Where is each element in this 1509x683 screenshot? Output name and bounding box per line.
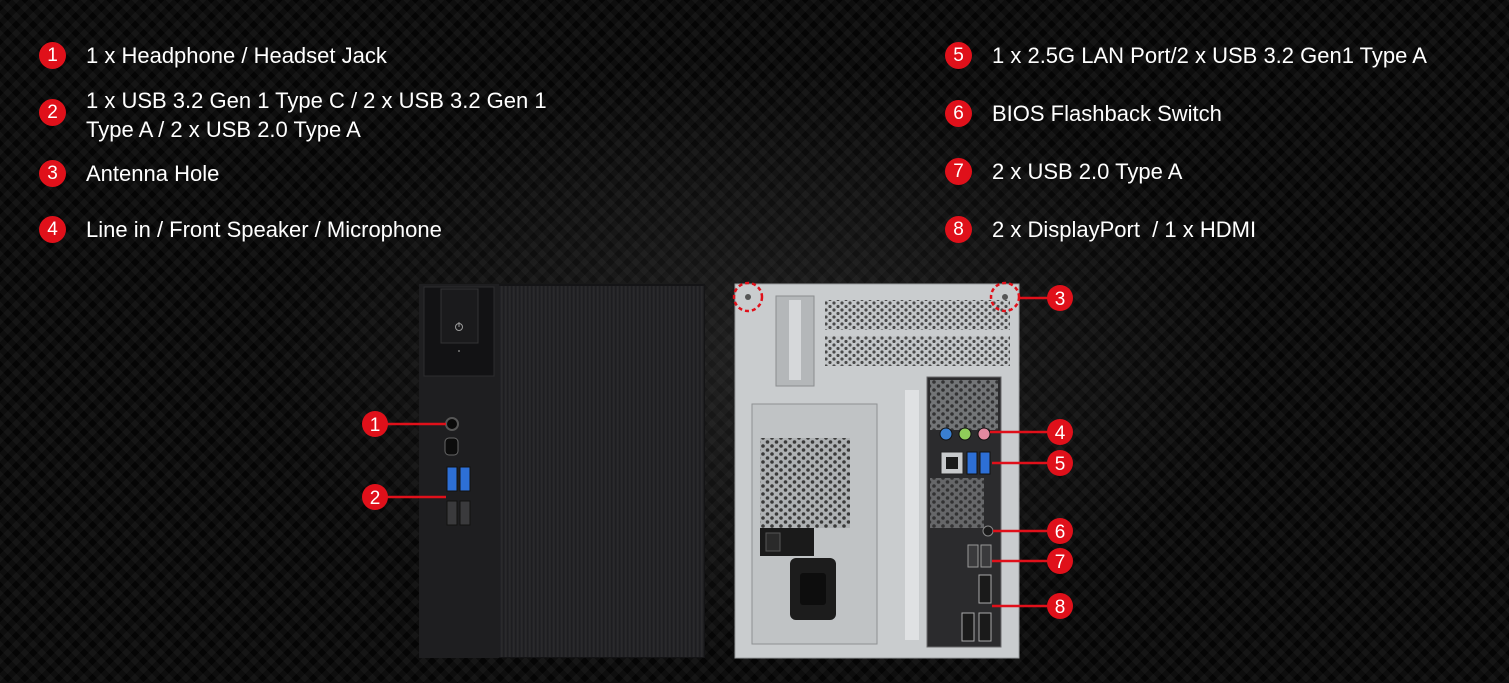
callout-badge-3: 3 bbox=[1047, 285, 1073, 311]
legend-item-5: 5 1 x 2.5G LAN Port/2 x USB 3.2 Gen1 Typ… bbox=[945, 41, 1427, 70]
microphone-jack[interactable] bbox=[977, 427, 991, 441]
legend-item-2: 2 1 x USB 3.2 Gen 1 Type C / 2 x USB 3.2… bbox=[39, 86, 547, 144]
legend-badge-3: 3 bbox=[39, 160, 66, 187]
callout-badge-8: 8 bbox=[1047, 593, 1073, 619]
callout-number-6: 6 bbox=[1055, 522, 1066, 543]
rear-chassis bbox=[732, 281, 1021, 659]
psu-vent bbox=[760, 438, 850, 528]
front-brushed-panel bbox=[499, 286, 704, 657]
legend-item-1: 1 1 x Headphone / Headset Jack bbox=[39, 41, 387, 70]
legend-badge-2: 2 bbox=[39, 99, 66, 126]
legend-item-4: 4 Line in / Front Speaker / Microphone bbox=[39, 215, 442, 244]
line-in-jack[interactable] bbox=[939, 427, 953, 441]
callout-number-3: 3 bbox=[1055, 289, 1066, 310]
callout-badge-1: 1 bbox=[362, 411, 388, 437]
power-button[interactable] bbox=[440, 288, 479, 344]
front-speaker-jack[interactable] bbox=[958, 427, 972, 441]
callout-number-7: 7 bbox=[1055, 552, 1066, 573]
antenna-hole bbox=[745, 294, 751, 300]
legend-text-5: 1 x 2.5G LAN Port/2 x USB 3.2 Gen1 Type … bbox=[992, 43, 1427, 68]
usb-a-port-icon[interactable] bbox=[459, 466, 471, 492]
ac-inlet-socket bbox=[800, 573, 826, 605]
callout-number-2: 2 bbox=[370, 488, 381, 509]
callout-number-8: 8 bbox=[1055, 597, 1066, 618]
hdmi-port-icon[interactable] bbox=[961, 612, 975, 642]
callout-badge-7: 7 bbox=[1047, 548, 1073, 574]
legend-item-6: 6 BIOS Flashback Switch bbox=[945, 99, 1222, 128]
legend-text-2: 1 x USB 3.2 Gen 1 Type C / 2 x USB 3.2 G… bbox=[86, 88, 547, 142]
callout-badge-6: 6 bbox=[1047, 518, 1073, 544]
io-shield-vent bbox=[930, 380, 998, 430]
legend-text-3: Antenna Hole bbox=[86, 161, 220, 186]
callout-badge-2: 2 bbox=[362, 484, 388, 510]
usb-a-port-icon[interactable] bbox=[979, 451, 991, 475]
usb-a-port-icon[interactable] bbox=[980, 544, 992, 568]
legend-text-1: 1 x Headphone / Headset Jack bbox=[86, 43, 387, 68]
legend-text-6: BIOS Flashback Switch bbox=[992, 101, 1222, 126]
callout-number-4: 4 bbox=[1055, 423, 1066, 444]
legend-text-8: 2 x DisplayPort / 1 x HDMI bbox=[992, 217, 1257, 242]
headphone-jack-icon[interactable] bbox=[445, 417, 459, 431]
legend-badge-1: 1 bbox=[39, 42, 66, 69]
bios-flashback-button[interactable] bbox=[982, 525, 994, 537]
usb-a-port-icon[interactable] bbox=[446, 466, 458, 492]
legend-badge-6: 6 bbox=[945, 100, 972, 127]
front-chassis bbox=[419, 284, 705, 658]
power-icon bbox=[455, 322, 463, 331]
antenna-hole bbox=[1002, 294, 1008, 300]
legend-item-8: 8 2 x DisplayPort / 1 x HDMI bbox=[945, 215, 1256, 244]
expansion-slot-vent bbox=[825, 300, 1010, 330]
displayport-icon[interactable] bbox=[978, 574, 992, 604]
io-shield-vent bbox=[930, 478, 984, 528]
bracket-slot bbox=[789, 300, 801, 380]
usb-c-port-icon[interactable] bbox=[444, 437, 459, 456]
legend-text-4: Line in / Front Speaker / Microphone bbox=[86, 217, 442, 242]
legend-item-3: 3 Antenna Hole bbox=[39, 159, 219, 188]
legend-badge-7: 7 bbox=[945, 158, 972, 185]
legend-text-7: 2 x USB 2.0 Type A bbox=[992, 159, 1183, 184]
callout-number-1: 1 bbox=[370, 415, 381, 436]
usb-a-port-icon[interactable] bbox=[967, 544, 979, 568]
usb-a-port-icon[interactable] bbox=[966, 451, 978, 475]
lan-port-socket bbox=[946, 457, 958, 469]
callout-badge-5: 5 bbox=[1047, 450, 1073, 476]
usb-a-port-icon[interactable] bbox=[459, 500, 471, 526]
case-rail bbox=[905, 390, 919, 640]
usb-a-port-icon[interactable] bbox=[446, 500, 458, 526]
legend-badge-8: 8 bbox=[945, 216, 972, 243]
antenna-hole-highlight bbox=[732, 281, 764, 313]
displayport-icon[interactable] bbox=[978, 612, 992, 642]
legend-badge-5: 5 bbox=[945, 42, 972, 69]
power-switch-rocker bbox=[765, 532, 781, 552]
power-led bbox=[458, 350, 460, 352]
callout-badge-4: 4 bbox=[1047, 419, 1073, 445]
legend-badge-4: 4 bbox=[39, 216, 66, 243]
callout-number-5: 5 bbox=[1055, 454, 1066, 475]
expansion-slot-vent bbox=[825, 336, 1010, 366]
legend-item-7: 7 2 x USB 2.0 Type A bbox=[945, 157, 1182, 186]
